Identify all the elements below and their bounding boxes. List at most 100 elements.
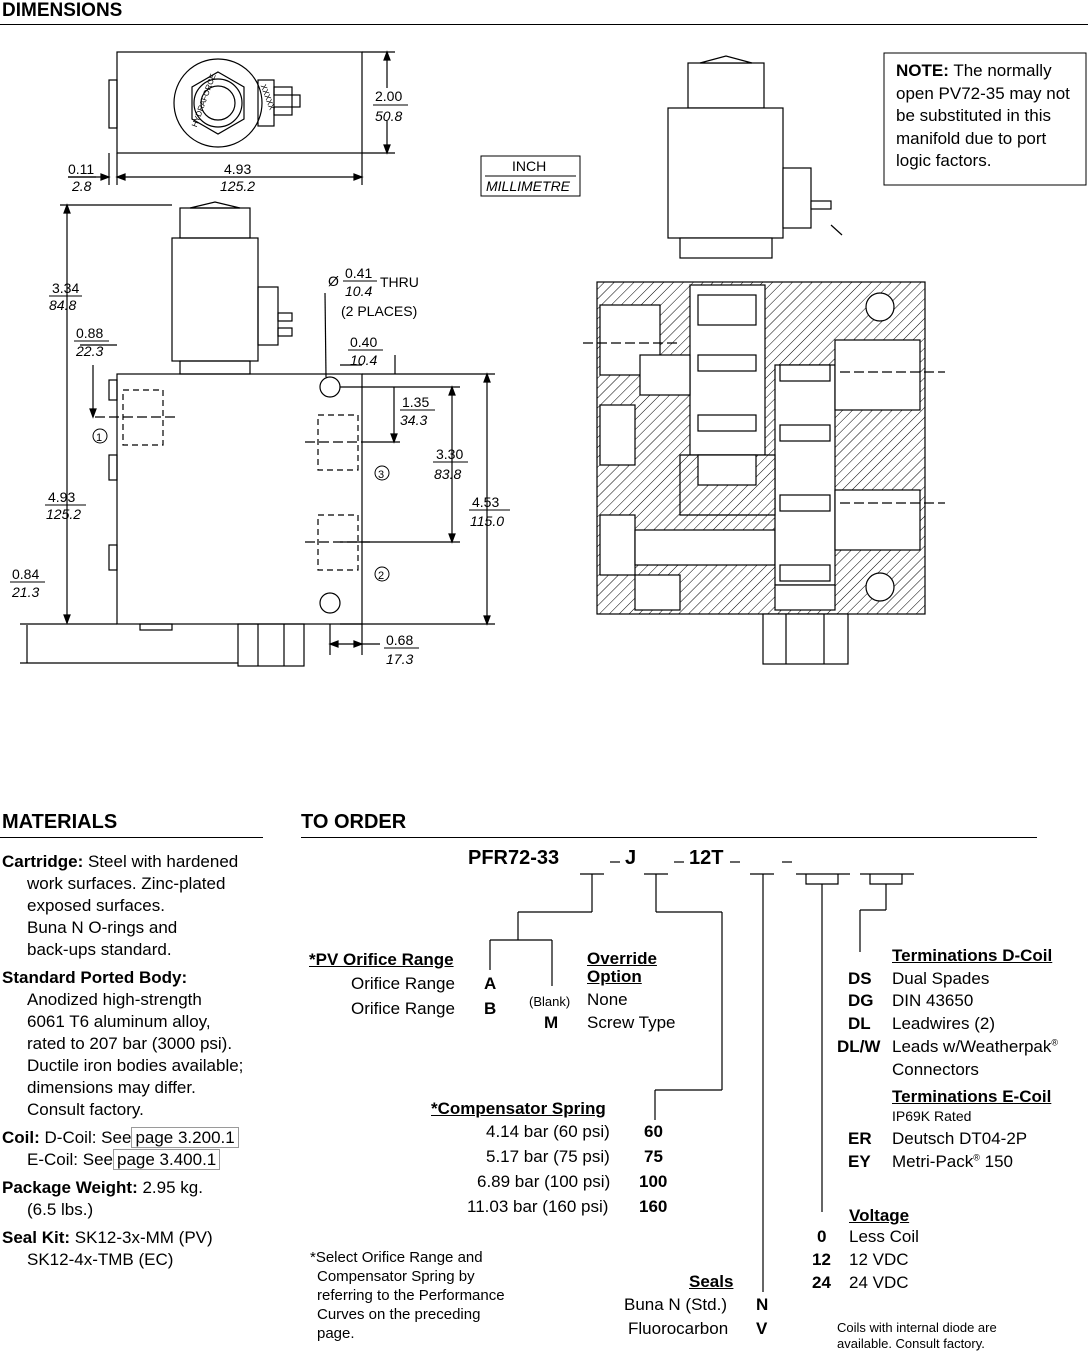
note-label: NOTE: [896, 61, 949, 80]
override-title-1: Override [587, 949, 657, 968]
body-line: rated to 207 bar (3000 psi). [27, 1034, 233, 1053]
dim-label: 0.40 [350, 334, 377, 350]
dim-label: 2.8 [71, 178, 92, 194]
unit-mm: MILLIMETRE [486, 178, 571, 194]
orifice-row-label: Orifice Range [351, 999, 455, 1018]
spring-row-code: 160 [639, 1197, 668, 1216]
port-3-label: 3 [378, 469, 384, 481]
body-label: Standard Ported Body: [2, 968, 188, 987]
orifice-row-label: Orifice Range [351, 974, 455, 993]
model-j: J [625, 847, 637, 869]
cartridge-line: back-ups standard. [27, 940, 172, 959]
term-e-suffix: 150 [984, 1152, 1013, 1171]
body-line: 6061 T6 aluminum alloy, [27, 1012, 211, 1031]
orifice-title: *PV Orifice Range [309, 950, 454, 969]
materials-list: Cartridge: Steel with hardened work surf… [2, 851, 272, 1271]
term-e-code: EY [848, 1152, 871, 1171]
override-row-label: Screw Type [587, 1013, 676, 1032]
cartridge-label: Cartridge: [2, 852, 84, 871]
port-callouts: 1 2 3 [92, 428, 390, 582]
dim-label: 3.34 [52, 280, 79, 296]
weight-label: Package Weight: [2, 1178, 138, 1197]
voltage-title: Voltage [849, 1206, 910, 1225]
voltage-label: Less Coil [849, 1227, 919, 1246]
dim-label: 10.4 [345, 283, 372, 299]
diode-note-line: available. Consult factory. [837, 1336, 985, 1351]
model-12t: 12T [689, 847, 724, 869]
dim-label: 0.11 [68, 161, 94, 177]
override-row-label: None [587, 990, 628, 1009]
orifice-row-code: B [484, 999, 497, 1018]
cartridge-line: Buna N O-rings and [27, 918, 178, 937]
term-d-label-text: Leads w/Weatherpak [892, 1037, 1052, 1056]
override-row-code: M [544, 1013, 559, 1032]
dim-label: 4.93 [224, 161, 251, 177]
term-e-label: Metri-Pack® 150 [892, 1152, 1013, 1172]
dim-label: 3.30 [436, 446, 463, 462]
term-d-code: DS [848, 969, 872, 988]
coil-nut [191, 71, 245, 135]
term-d-title: Terminations D-Coil [892, 946, 1053, 965]
spring-row-label: 5.17 bar (75 psi) [486, 1147, 610, 1166]
voltage-code: 12 [812, 1250, 831, 1269]
term-d-code: DL [848, 1014, 871, 1033]
term-e-reg: ® [973, 1152, 980, 1163]
spring-row-label: 11.03 bar (160 psi) [467, 1197, 609, 1216]
seals-row-label: Fluorocarbon [628, 1319, 729, 1338]
term-d-code: DL/W [837, 1037, 881, 1056]
dim-symbol: Ø [328, 273, 339, 289]
term-d-label: Dual Spades [892, 969, 990, 988]
term-e-label: Deutsch DT04-2P [892, 1129, 1028, 1148]
spring-row-code: 100 [639, 1172, 668, 1191]
model-prefix: PFR72-33 [468, 847, 560, 869]
dim-label: 83.8 [434, 466, 461, 482]
term-e-label-text: Metri-Pack [892, 1152, 974, 1171]
dim-label: 10.4 [350, 352, 377, 368]
dim-label: 84.8 [49, 297, 76, 313]
port-1-label: 1 [96, 432, 102, 444]
seal-kit-label: Seal Kit: [2, 1228, 71, 1247]
seals-row-code: V [756, 1319, 768, 1338]
cartridge-text: Steel with hardened [87, 852, 239, 871]
dim-label: 50.8 [375, 108, 402, 124]
coil-e-page-link[interactable]: page 3.400.1 [112, 1149, 221, 1170]
term-d-reg: ® [1051, 1037, 1059, 1048]
note-box [883, 52, 1087, 186]
dim-label: 21.3 [11, 584, 39, 600]
dim-label: 4.93 [48, 489, 75, 505]
section-view [583, 55, 945, 665]
term-d-label: Leads w/Weatherpak® [892, 1037, 1058, 1057]
spring-row-label: 4.14 bar (60 psi) [486, 1122, 610, 1141]
weight-value: 2.95 kg. [142, 1178, 203, 1197]
dim-label: 115.0 [470, 513, 504, 529]
seals-title: Seals [689, 1272, 734, 1291]
footnote-line: Compensator Spring by [317, 1268, 475, 1285]
section-rule [0, 24, 1088, 25]
top-view-body [116, 51, 363, 154]
body-line: Consult factory. [27, 1100, 144, 1119]
coil-face [173, 58, 263, 148]
seals-row-label: Buna N (Std.) [624, 1295, 727, 1314]
voltage-label: 24 VDC [849, 1273, 909, 1292]
footnote-line: page. [317, 1325, 355, 1342]
dim-label: 125.2 [220, 178, 255, 194]
footnote-line: *Select Orifice Range and [310, 1249, 483, 1266]
section-rule [0, 837, 263, 838]
dim-label: 17.3 [386, 651, 413, 667]
body-line: dimensions may differ. [27, 1078, 196, 1097]
dim-label: 0.88 [76, 325, 103, 341]
seal-kit-2: SK12-4x-TMB (EC) [27, 1250, 174, 1269]
diode-note: Coils with internal diode are available.… [837, 1320, 997, 1352]
coil-d-page-link[interactable]: page 3.200.1 [131, 1127, 239, 1148]
term-d-label: DIN 43650 [892, 991, 974, 1010]
dim-label: 125.2 [46, 506, 81, 522]
section-title-to-order: TO ORDER [301, 811, 407, 833]
body-line: Ductile iron bodies available; [27, 1056, 244, 1075]
seals-row-code: N [756, 1295, 769, 1314]
dim-label: (2 PLACES) [341, 303, 417, 319]
dim-label: 0.68 [386, 632, 413, 648]
spring-row-code: 75 [644, 1147, 663, 1166]
dim-label: 34.3 [400, 412, 427, 428]
dim-label: 0.41 [345, 265, 372, 281]
spring-title: *Compensator Spring [431, 1099, 606, 1118]
